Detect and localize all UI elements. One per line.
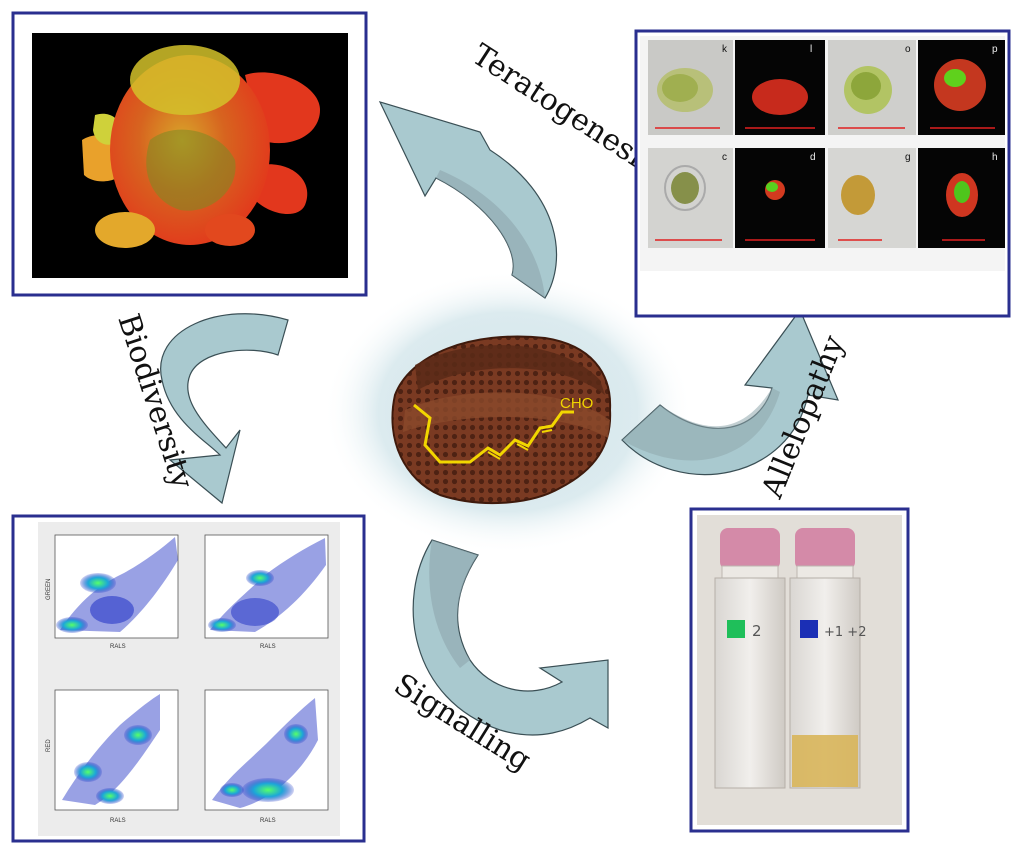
vials-panel: 2 +1 +2 <box>689 507 910 833</box>
micrograph-panel: k l o p c <box>634 29 1011 318</box>
cytogram-bottom-right: RALS <box>204 689 329 824</box>
micrograph-o: o <box>828 40 916 135</box>
micrograph-c: c <box>648 148 733 248</box>
svg-text:RED: RED <box>46 739 52 752</box>
cytogram-top-right: RALS <box>204 534 329 650</box>
aldehyde-molecule <box>413 403 574 464</box>
micrograph-l: l <box>735 40 825 135</box>
svg-text:d: d <box>810 152 816 163</box>
svg-text:h: h <box>992 152 998 163</box>
allelopathy-arrow <box>621 308 839 476</box>
svg-text:+1 +2: +1 +2 <box>824 625 866 640</box>
signalling-arrow <box>412 539 609 736</box>
svg-text:RALS: RALS <box>110 644 126 650</box>
svg-text:p: p <box>992 44 998 55</box>
vial-left: 2 <box>714 528 786 789</box>
svg-text:g: g <box>905 152 911 163</box>
svg-text:c: c <box>722 152 727 163</box>
aldehyde-group-label: CHO <box>560 395 593 412</box>
svg-text:k: k <box>722 44 728 55</box>
cytogram-bottom-left: RED RALS <box>46 689 179 824</box>
micrograph-p: p <box>918 40 1005 135</box>
embryo-panel <box>11 11 368 297</box>
diatom-image: CHO <box>391 335 612 505</box>
svg-text:o: o <box>905 44 911 55</box>
micrograph-h: h <box>918 148 1005 248</box>
micrograph-g: g <box>828 148 916 248</box>
flow-cytometry-panel: GREEN RALS RALS RED RALS RALS <box>11 514 366 843</box>
biodiversity-arrow <box>160 313 289 505</box>
svg-text:RALS: RALS <box>260 644 276 650</box>
svg-text:GREEN: GREEN <box>46 579 52 600</box>
svg-text:l: l <box>810 44 812 55</box>
vial-right: +1 +2 <box>789 528 866 789</box>
micrograph-d: d <box>735 148 825 248</box>
teratogenesis-arrow <box>378 101 557 299</box>
svg-text:RALS: RALS <box>260 818 276 824</box>
svg-text:RALS: RALS <box>110 818 126 824</box>
svg-text:2: 2 <box>752 622 762 640</box>
micrograph-k: k <box>648 40 733 135</box>
cytogram-top-left: GREEN RALS <box>46 534 179 650</box>
